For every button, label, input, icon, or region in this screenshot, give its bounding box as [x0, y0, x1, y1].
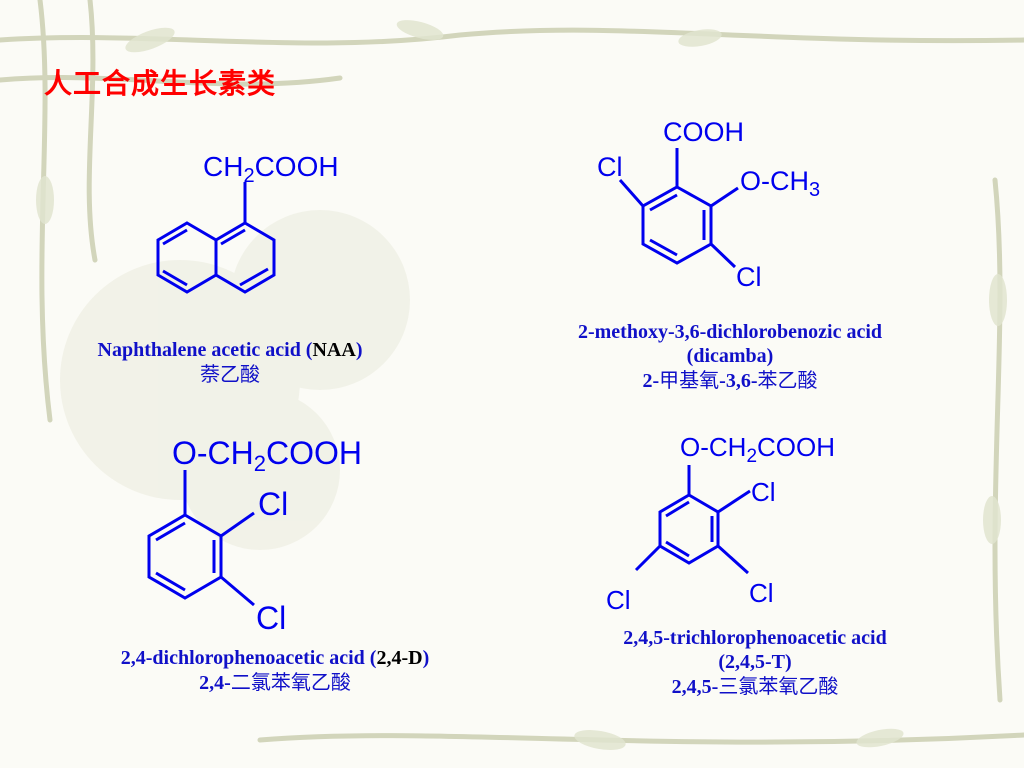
t245-caption-chinese: 三氯苯氧乙酸: [718, 674, 839, 698]
svg-text:O-CH3: O-CH3: [740, 166, 820, 201]
t245-caption-name: 2,4,5-trichlorophenoacetic acid: [623, 627, 887, 649]
dicamba-caption-cn-prefix: 2-: [642, 370, 660, 392]
t245-cl-left-label: Cl: [606, 585, 631, 615]
d24-caption-chinese: 二氯苯氧乙酸: [230, 670, 351, 694]
t245-structure: O-CH2COOH Cl Cl Cl: [606, 432, 835, 615]
d24-caption: 2,4-dichlorophenoacetic acid (2,4-D) 2,4…: [30, 646, 520, 695]
t245-caption-abbr: (2,4,5-T): [718, 651, 792, 673]
page-title: 人工合成生长素类: [44, 67, 277, 100]
d24-subscript: 2: [254, 451, 266, 476]
svg-text:CH2COOH: CH2COOH: [203, 151, 339, 187]
naa-group-label: CH: [203, 151, 243, 182]
svg-text:O-CH2COOH: O-CH2COOH: [680, 432, 835, 467]
naa-subscript: 2: [243, 165, 254, 187]
naa-caption-name: Naphthalene acetic acid (: [97, 339, 313, 361]
dicamba-caption-cn-part1: 甲基氧: [659, 368, 720, 392]
naa-tail-label: COOH: [255, 151, 339, 182]
d24-cl-bottom-label: Cl: [256, 600, 286, 636]
t245-group-label: O-CH: [680, 432, 746, 462]
t245-cl-top-label: Cl: [751, 477, 776, 507]
d24-caption-close: ): [422, 647, 430, 669]
d24-tail-label: COOH: [266, 435, 362, 471]
d24-group-label: O-CH: [172, 435, 254, 471]
dicamba-cl-bottom-label: Cl: [736, 262, 762, 292]
naa-caption: Naphthalene acetic acid (NAA) 萘乙酸: [30, 338, 430, 386]
t245-caption: 2,4,5-trichlorophenoacetic acid (2,4,5-T…: [540, 626, 970, 699]
dicamba-ome-label: O-CH: [740, 166, 809, 196]
t245-cl-right-label: Cl: [749, 578, 774, 608]
dicamba-cooh-label: COOH: [663, 117, 744, 147]
d24-structure: O-CH2COOH Cl Cl: [147, 435, 362, 636]
d24-caption-name: 2,4-dichlorophenoacetic acid (: [120, 647, 377, 669]
dicamba-structure: COOH Cl O-CH3 Cl: [597, 117, 820, 292]
naa-caption-close: ): [355, 339, 363, 361]
dicamba-caption-abbr: (dicamba): [686, 345, 774, 367]
dicamba-caption-name: 2-methoxy-3,6-dichlorobenozic acid: [577, 321, 883, 343]
naa-caption-abbr: NAA: [312, 339, 356, 361]
d24-caption-cn-prefix: 2,4-: [199, 672, 231, 694]
naa-caption-chinese: 萘乙酸: [200, 362, 260, 386]
dicamba-cl-top-label: Cl: [597, 152, 623, 182]
svg-text:O-CH2COOH: O-CH2COOH: [172, 435, 362, 476]
d24-cl-top-label: Cl: [258, 486, 288, 522]
dicamba-caption-cn-mid: -3,6-: [719, 370, 758, 392]
dicamba-caption-cn-part2: 苯乙酸: [757, 368, 818, 392]
naa-structure: CH2COOH: [156, 151, 339, 294]
dicamba-ome-subscript: 3: [809, 179, 820, 201]
t245-caption-cn-prefix: 2,4,5-: [671, 676, 719, 698]
dicamba-caption: 2-methoxy-3,6-dichlorobenozic acid (dica…: [500, 320, 960, 393]
d24-caption-abbr: 2,4-D: [376, 647, 423, 669]
t245-subscript: 2: [746, 446, 757, 467]
t245-tail-label: COOH: [757, 432, 835, 462]
